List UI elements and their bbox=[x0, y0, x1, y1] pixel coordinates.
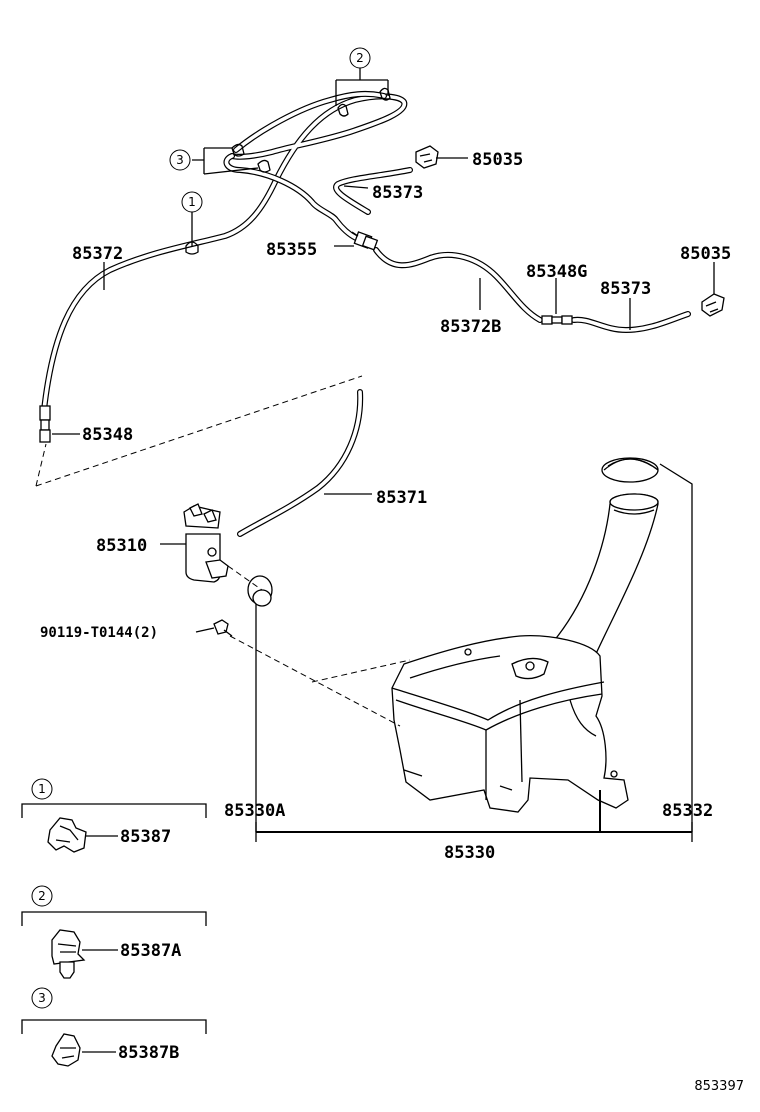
label-85310[interactable]: 85310 bbox=[96, 536, 147, 556]
hose-clips bbox=[185, 87, 391, 255]
label-85387[interactable]: 85387 bbox=[120, 827, 171, 847]
callout-2: 2 bbox=[349, 47, 371, 69]
svg-text:1: 1 bbox=[188, 195, 196, 209]
leader-lines bbox=[52, 68, 715, 633]
nozzle-85035-right[interactable] bbox=[701, 293, 725, 317]
legend-item-3: 3 85387B bbox=[21, 987, 207, 1067]
svg-text:3: 3 bbox=[176, 153, 184, 167]
hose-network bbox=[41, 90, 691, 537]
label-85372[interactable]: 85372 bbox=[72, 244, 123, 264]
legend: 1 85387 2 85387A 3 bbox=[21, 778, 207, 1067]
label-85035-top[interactable]: 85035 bbox=[472, 150, 523, 170]
diagram-id: 853397 bbox=[694, 1079, 744, 1094]
label-85355[interactable]: 85355 bbox=[266, 240, 317, 260]
label-85332[interactable]: 85332 bbox=[662, 801, 713, 821]
svg-text:3: 3 bbox=[38, 991, 46, 1005]
bracket-85330 bbox=[255, 790, 693, 842]
screw-90119[interactable] bbox=[213, 619, 233, 637]
svg-text:2: 2 bbox=[356, 51, 364, 65]
clip-85387a-icon bbox=[51, 929, 86, 979]
label-85387b[interactable]: 85387B bbox=[118, 1043, 179, 1063]
clip-85387-icon bbox=[47, 817, 87, 853]
label-85330a[interactable]: 85330A bbox=[224, 801, 285, 821]
legend-item-2: 2 85387A bbox=[21, 885, 207, 979]
label-85372b[interactable]: 85372B bbox=[440, 317, 501, 337]
label-85330[interactable]: 85330 bbox=[444, 843, 495, 863]
part-labels: 85035 85373 85372 85355 85348G 85035 853… bbox=[40, 150, 731, 863]
washer-tank-85330[interactable] bbox=[391, 457, 659, 813]
assembly-lines bbox=[35, 375, 693, 832]
joint-85348g[interactable] bbox=[541, 315, 573, 325]
svg-text:2: 2 bbox=[38, 889, 46, 903]
pump-motor-85310[interactable] bbox=[183, 503, 229, 583]
check-valve-85355[interactable] bbox=[351, 231, 379, 251]
label-85387a[interactable]: 85387A bbox=[120, 941, 181, 961]
grommet-85330a[interactable] bbox=[247, 575, 273, 607]
label-85348[interactable]: 85348 bbox=[82, 425, 133, 445]
svg-text:1: 1 bbox=[38, 782, 46, 796]
legend-item-1: 1 85387 bbox=[21, 778, 207, 853]
label-85371[interactable]: 85371 bbox=[376, 488, 427, 508]
label-85373-top[interactable]: 85373 bbox=[372, 183, 423, 203]
label-85348g[interactable]: 85348G bbox=[526, 262, 587, 282]
label-90119[interactable]: 90119-T0144(2) bbox=[40, 625, 158, 641]
nozzle-85035-top[interactable] bbox=[415, 145, 439, 169]
clip-85387b-icon bbox=[51, 1033, 81, 1067]
hose-85372b[interactable] bbox=[373, 247, 543, 323]
joint-85348[interactable] bbox=[39, 405, 51, 443]
callout-3: 3 bbox=[169, 149, 191, 171]
label-85035-right[interactable]: 85035 bbox=[680, 244, 731, 264]
callout-1: 1 bbox=[181, 191, 203, 213]
label-85373-right[interactable]: 85373 bbox=[600, 279, 651, 299]
